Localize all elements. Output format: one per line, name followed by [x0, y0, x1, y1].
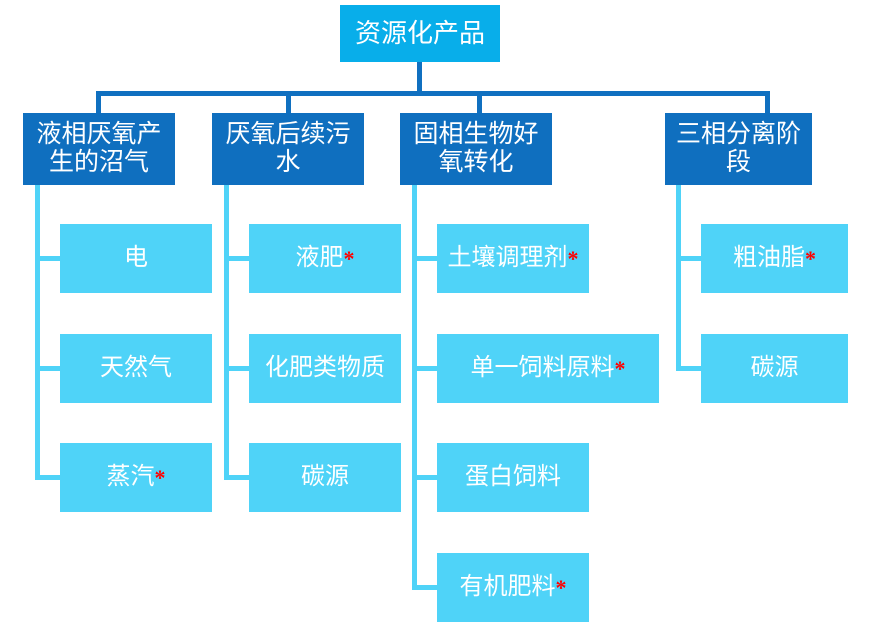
leaf-node-2-1-mark: *: [343, 245, 355, 271]
branch-1-stub-2: [35, 366, 60, 371]
leaf-node-2-3-label: 碳源: [301, 464, 349, 491]
leaf-node-1-3-label: 蒸汽: [106, 464, 155, 491]
branch-3-stub-2: [412, 366, 437, 371]
branch-3-stub-4: [412, 585, 437, 590]
branch-node-3-label: 固相生物好氧转化: [413, 121, 539, 176]
leaf-node-3-4-mark: *: [555, 574, 567, 600]
branch-node-2[interactable]: 厌氧后续污水: [212, 113, 364, 185]
leaf-node-1-3-mark: *: [154, 464, 166, 490]
leaf-node-3-2-label: 单一饲料原料: [470, 355, 615, 382]
leaf-node-1-2-label: 天然气: [100, 355, 172, 382]
leaf-node-3-2[interactable]: 单一饲料原料*: [437, 334, 659, 403]
leaf-node-3-1-mark: *: [567, 245, 579, 271]
leaf-node-3-1[interactable]: 土壤调理剂*: [437, 224, 589, 293]
branch-2-stub-2: [224, 366, 249, 371]
leaf-node-4-2[interactable]: 碳源: [701, 334, 848, 403]
branch-2-stub-1: [224, 256, 249, 261]
branch-1-stub-3: [35, 475, 60, 480]
branch-4-trunk: [676, 185, 681, 371]
leaf-node-3-3[interactable]: 蛋白饲料: [437, 443, 589, 512]
leaf-node-2-2-label: 化肥类物质: [265, 355, 385, 382]
leaf-node-2-1-label: 液肥: [295, 245, 344, 272]
branch-2-stub-3: [224, 475, 249, 480]
root-connector-drop-1: [96, 91, 101, 114]
root-connector-bus: [96, 91, 770, 96]
branch-3-trunk: [412, 185, 417, 590]
leaf-node-4-1-mark: *: [805, 245, 816, 271]
leaf-node-4-2-label: 碳源: [750, 355, 799, 382]
branch-4-stub-1: [676, 256, 701, 261]
root-connector-stem: [417, 62, 422, 93]
branch-node-4-label: 三相分离阶段: [675, 121, 801, 176]
branch-1-trunk: [35, 185, 40, 480]
leaf-node-3-2-mark: *: [614, 355, 626, 381]
branch-3-stub-3: [412, 475, 437, 480]
root-connector-drop-3: [477, 91, 482, 114]
branch-3-stub-1: [412, 256, 437, 261]
leaf-node-1-2[interactable]: 天然气: [60, 334, 212, 403]
branch-node-2-label: 厌氧后续污水: [225, 121, 351, 176]
leaf-node-1-3[interactable]: 蒸汽*: [60, 443, 212, 512]
leaf-node-3-4-label: 有机肥料: [459, 574, 556, 601]
leaf-node-1-1-label: 电: [124, 245, 148, 272]
branch-node-1[interactable]: 液相厌氧产生的沼气: [23, 113, 175, 185]
leaf-node-3-4[interactable]: 有机肥料*: [437, 553, 589, 622]
leaf-node-3-3-label: 蛋白饲料: [465, 464, 561, 491]
root-connector-drop-4: [765, 91, 770, 114]
root-node-label: 资源化产品: [354, 18, 485, 48]
leaf-node-2-2[interactable]: 化肥类物质: [249, 334, 401, 403]
leaf-node-3-1-label: 土壤调理剂: [447, 245, 568, 272]
leaf-node-2-3[interactable]: 碳源: [249, 443, 401, 512]
branch-node-3[interactable]: 固相生物好氧转化: [400, 113, 552, 185]
branch-4-stub-2: [676, 366, 701, 371]
leaf-node-1-1[interactable]: 电: [60, 224, 212, 293]
leaf-node-4-1[interactable]: 粗油脂*: [701, 224, 848, 293]
leaf-node-2-1[interactable]: 液肥*: [249, 224, 401, 293]
branch-node-4[interactable]: 三相分离阶段: [665, 113, 812, 185]
root-node-resource-products[interactable]: 资源化产品: [340, 5, 500, 62]
branch-node-1-label: 液相厌氧产生的沼气: [36, 121, 162, 176]
branch-1-stub-1: [35, 256, 60, 261]
root-connector-drop-2: [286, 91, 291, 114]
leaf-node-4-1-label: 粗油脂: [733, 245, 805, 272]
branch-2-trunk: [224, 185, 229, 480]
